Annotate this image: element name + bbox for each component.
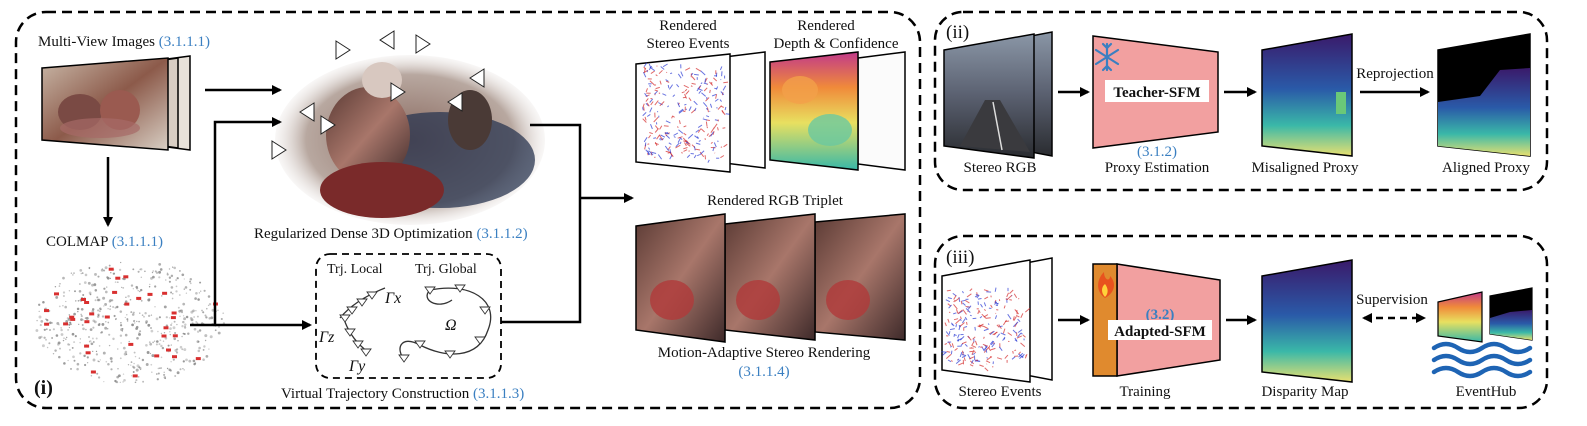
supervision-label: Supervision — [1356, 292, 1428, 308]
stereo-events-label: Stereo Events — [959, 384, 1042, 400]
multiview-images-label: Multi-View Images (3.1.1.1) — [38, 34, 210, 50]
misaligned-proxy-label: Misaligned Proxy — [1251, 160, 1359, 176]
rendering-ref: (3.1.1.4) — [738, 364, 789, 380]
wave-icon — [1431, 341, 1533, 379]
training-label: Training — [1119, 384, 1171, 400]
optimization-label: Regularized Dense 3D Optimization (3.1.1… — [254, 226, 528, 242]
gamma-x-label: Γx — [384, 290, 401, 307]
aligned-proxy-map — [1437, 33, 1531, 157]
rendered-events-label-line2: Stereo Events — [647, 36, 730, 52]
gamma-y-label: Γy — [348, 358, 366, 375]
arrow-3d-to-render — [530, 123, 582, 198]
colmap-label: COLMAP (3.1.1.1) — [46, 234, 163, 250]
rendered-events-label-line1: Rendered — [659, 18, 717, 34]
omega-label: Ω — [445, 317, 457, 334]
teacher-sfm-label: Teacher-SFM — [1113, 85, 1200, 101]
gamma-z-label: Γz — [318, 329, 335, 346]
dense-3d-scene — [275, 55, 545, 225]
panel-iii-tag: (iii) — [946, 247, 975, 268]
panel-iii-border — [933, 234, 1549, 410]
rendered-stereo-events — [635, 51, 766, 173]
trajectory-cameras — [339, 284, 491, 363]
trj-global-label: Trj. Global — [415, 262, 477, 277]
arrow-trajectory-to-render — [501, 198, 582, 324]
rendering-label: Motion-Adaptive Stereo Rendering — [658, 345, 871, 361]
eventhub-depth-samples — [1437, 287, 1533, 343]
teacher-label-bg — [1105, 80, 1209, 102]
teacher-ref: (3.1.2) — [1137, 144, 1177, 160]
disparity-map — [1261, 259, 1353, 383]
rendered-depth-confidence — [769, 51, 906, 171]
rendered-depth-label-line2: Depth & Confidence — [774, 36, 899, 52]
adapted-label-bg — [1108, 320, 1212, 340]
colmap-point-cloud — [35, 261, 226, 384]
panel-i-border — [14, 10, 922, 410]
panel-i-tag: (i) — [34, 377, 53, 399]
panel-ii-border — [933, 10, 1549, 192]
eventhub-label: EventHub — [1456, 384, 1517, 400]
proxy-estimation-label: Proxy Estimation — [1105, 160, 1210, 176]
stereo-events-images — [941, 257, 1053, 383]
stereo-rgb-images — [943, 31, 1053, 159]
panel-ii-tag: (ii) — [946, 22, 969, 43]
adapted-ref: (3.2) — [1146, 307, 1175, 323]
camera-frustums — [271, 30, 485, 160]
rendered-rgb-triplet — [635, 213, 906, 343]
arrow-colmap-to-3d — [190, 117, 282, 327]
multiview-image-stack — [41, 55, 191, 151]
fire-icon — [1098, 272, 1115, 298]
disparity-map-label: Disparity Map — [1261, 384, 1348, 400]
trajectory-global-path — [399, 287, 492, 361]
stereo-rgb-label: Stereo RGB — [964, 160, 1037, 176]
rgb-triplet-label: Rendered RGB Triplet — [707, 193, 844, 209]
trajectory-label: Virtual Trajectory Construction (3.1.1.3… — [281, 386, 524, 402]
misaligned-proxy-map — [1261, 33, 1353, 157]
rendered-depth-label-line1: Rendered — [797, 18, 855, 34]
trajectory-box — [315, 253, 502, 379]
adapted-sfm-label: Adapted-SFM — [1114, 324, 1206, 340]
aligned-proxy-label: Aligned Proxy — [1442, 160, 1530, 176]
reprojection-label: Reprojection — [1356, 66, 1434, 82]
snowflake-icon — [1094, 42, 1120, 72]
trj-local-label: Trj. Local — [327, 262, 383, 277]
